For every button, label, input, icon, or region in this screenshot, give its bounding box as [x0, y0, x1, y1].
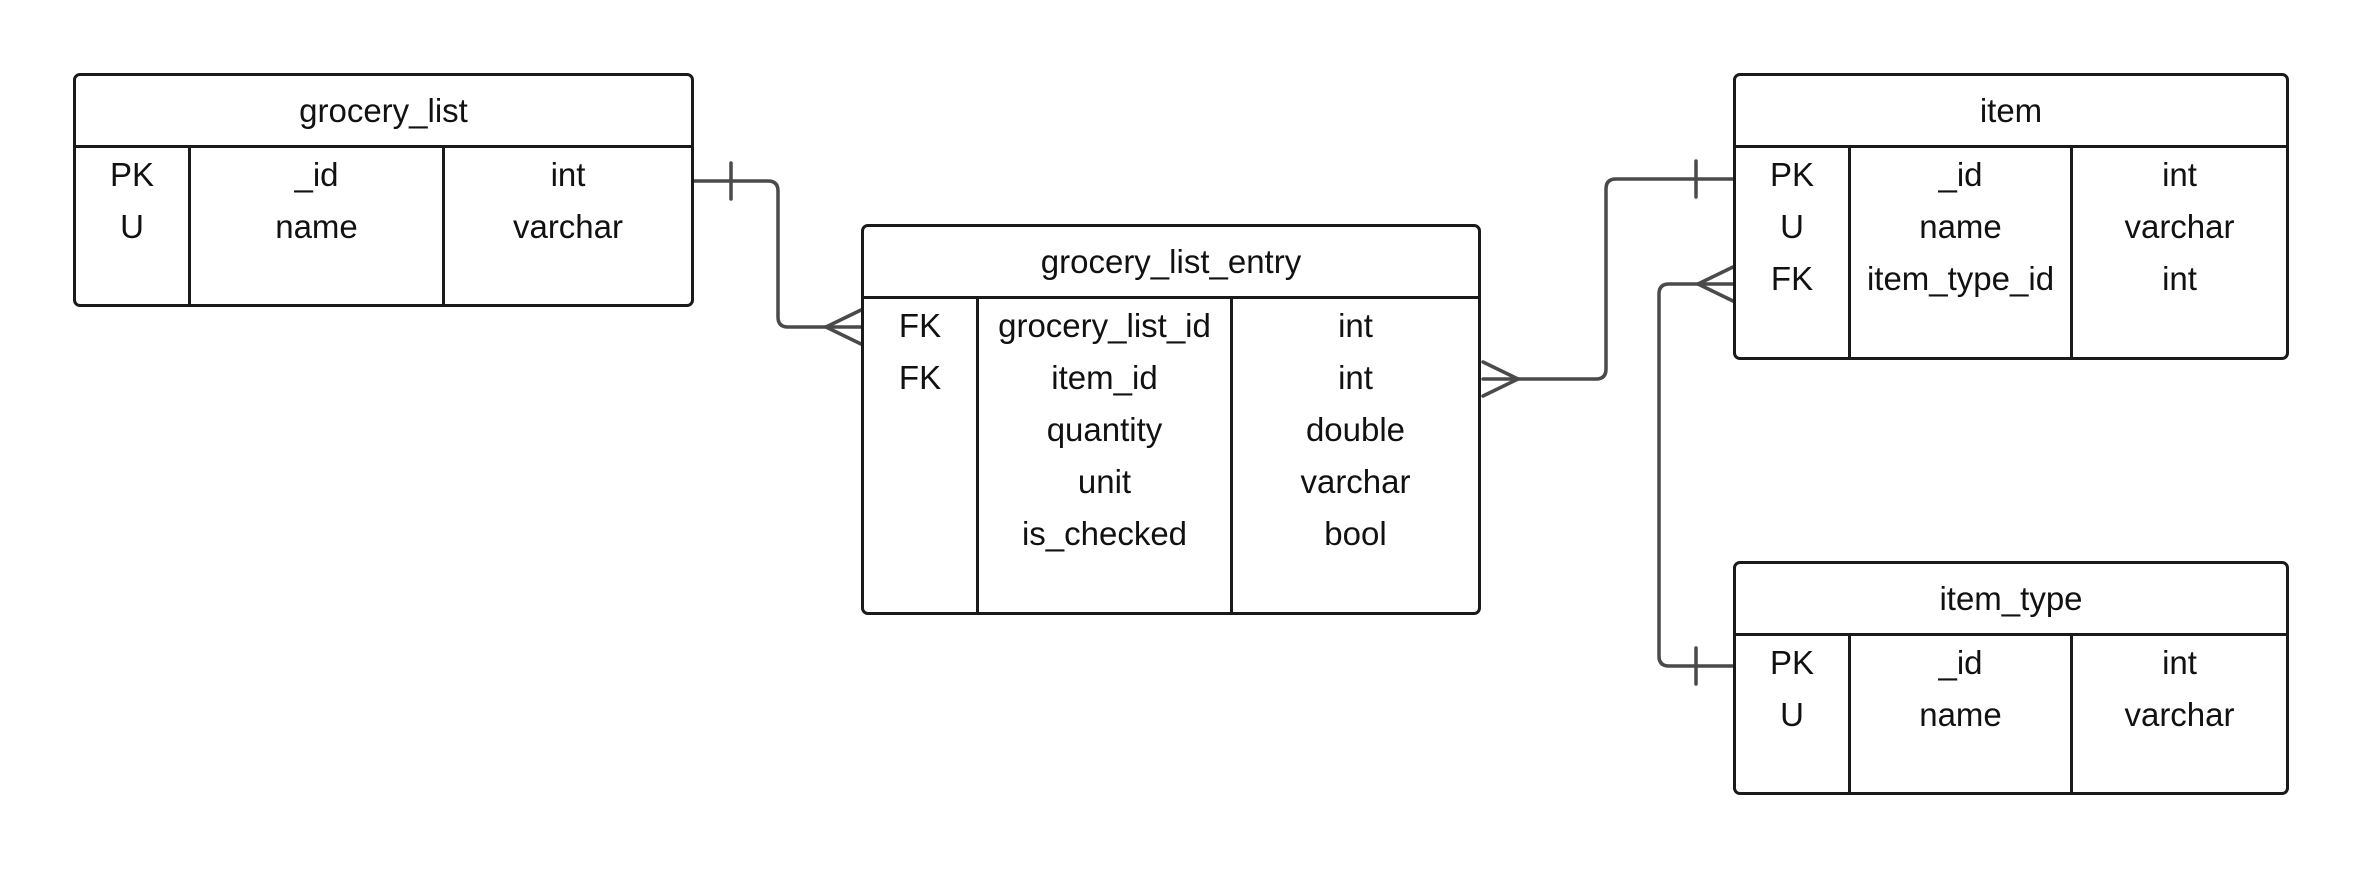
- key-cell: FK: [898, 359, 942, 396]
- type-cell: int: [2162, 156, 2197, 193]
- type-cell: int: [1338, 359, 1373, 396]
- entity-grocery-list[interactable]: grocery_list PK U _id name int varchar: [73, 73, 694, 307]
- field-column: _id name item_type_id: [1848, 148, 2070, 357]
- type-cell: varchar: [2124, 696, 2235, 733]
- entity-title: grocery_list_entry: [864, 227, 1478, 299]
- field-cell: name: [275, 208, 358, 245]
- type-column: int int double varchar bool: [1230, 299, 1478, 612]
- type-cell: bool: [1324, 515, 1387, 552]
- key-column: FK FK: [864, 299, 976, 612]
- key-column: PK U: [76, 148, 188, 304]
- entity-item-type[interactable]: item_type PK U _id name int varchar: [1733, 561, 2289, 795]
- type-cell: varchar: [512, 208, 624, 245]
- field-cell: _id: [1938, 156, 1983, 193]
- field-cell: item_id: [1051, 359, 1158, 396]
- type-cell: int: [2162, 260, 2197, 297]
- entity-title: item: [1736, 76, 2286, 148]
- key-cell: PK: [109, 156, 155, 193]
- type-cell: int: [2162, 644, 2197, 681]
- key-cell: [864, 404, 976, 456]
- field-cell: grocery_list_id: [998, 307, 1211, 344]
- type-column: int varchar: [2070, 636, 2286, 792]
- key-cell: U: [1780, 696, 1804, 733]
- key-column: PK U FK: [1736, 148, 1848, 357]
- field-cell: unit: [1077, 463, 1132, 500]
- type-column: int varchar: [442, 148, 691, 304]
- key-cell: U: [1780, 208, 1804, 245]
- field-cell: _id: [1938, 644, 1983, 681]
- entity-title: item_type: [1736, 564, 2286, 636]
- type-cell: int: [550, 156, 586, 193]
- type-cell: varchar: [2124, 208, 2235, 245]
- key-column: PK U: [1736, 636, 1848, 792]
- type-cell: varchar: [1300, 463, 1411, 500]
- field-cell: is_checked: [1021, 515, 1188, 552]
- entity-title: grocery_list: [76, 76, 691, 148]
- connector-item-to-item-type: [1657, 265, 1735, 686]
- connector-grocery-list-to-entry: [691, 161, 863, 346]
- key-cell: [864, 456, 976, 508]
- key-cell: PK: [1769, 156, 1815, 193]
- field-cell: quantity: [1046, 411, 1163, 448]
- field-cell: name: [1919, 208, 2002, 245]
- field-column: grocery_list_id item_id quantity unit is…: [976, 299, 1230, 612]
- field-column: _id name: [1848, 636, 2070, 792]
- entity-grocery-list-entry[interactable]: grocery_list_entry FK FK grocery_list_id…: [861, 224, 1481, 615]
- key-cell: U: [120, 208, 144, 245]
- field-cell: _id: [294, 156, 339, 193]
- key-cell: PK: [1769, 644, 1815, 681]
- key-cell: [864, 508, 976, 560]
- key-cell: FK: [1770, 260, 1814, 297]
- field-cell: name: [1919, 696, 2002, 733]
- type-cell: int: [1338, 307, 1373, 344]
- type-cell: double: [1305, 411, 1406, 448]
- field-column: _id name: [188, 148, 442, 304]
- field-cell: item_type_id: [1866, 260, 2055, 297]
- type-column: int varchar int: [2070, 148, 2286, 357]
- connector-entry-to-item: [1481, 159, 1735, 398]
- key-cell: FK: [898, 307, 942, 344]
- entity-item[interactable]: item PK U FK _id name item_type_id int v…: [1733, 73, 2289, 360]
